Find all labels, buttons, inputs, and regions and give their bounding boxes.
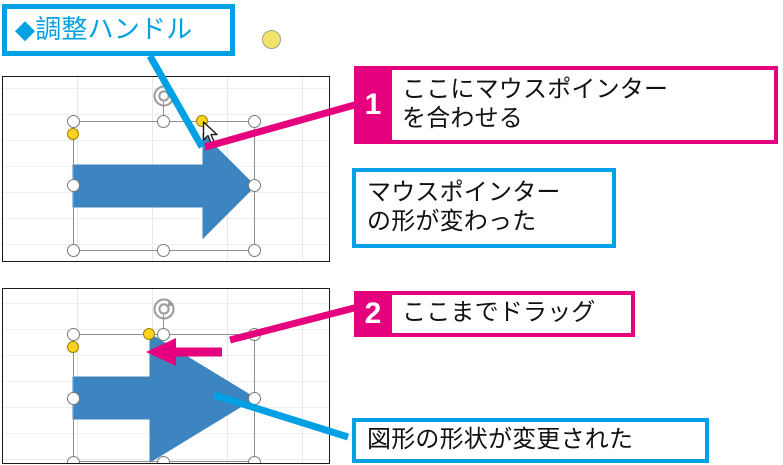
resize-handle-top-right[interactable] <box>248 115 261 128</box>
resize-handle-bottom-center-after[interactable] <box>157 456 170 463</box>
resize-handle-top-center[interactable] <box>157 115 170 128</box>
resize-handle-bottom-left[interactable] <box>67 244 80 257</box>
selection-box-after <box>73 334 255 462</box>
rotate-handle-icon-after[interactable] <box>151 296 177 322</box>
legend-label: ◆調整ハンドル <box>15 14 193 45</box>
callout-step-2-text: ここまでドラッグ <box>402 299 596 327</box>
callout-note-pointer-changed: マウスポインター の形が変わった <box>352 168 616 248</box>
resize-handle-bottom-right-after[interactable] <box>248 456 261 463</box>
adjustment-handle-head-after[interactable] <box>143 328 155 340</box>
callout-step-1-text: ここにマウスポインター を合わせる <box>402 75 669 132</box>
callout-step-1-number: 1 <box>364 88 382 121</box>
callout-step-2: 2 ここまでドラッグ <box>354 291 635 337</box>
resize-handle-middle-left-after[interactable] <box>67 392 80 405</box>
adjustment-handle-left-after[interactable] <box>67 341 79 353</box>
adjustment-handle-sample-icon <box>262 30 281 49</box>
callout-note-pointer-changed-text: マウスポインター の形が変わった <box>367 178 561 235</box>
callout-note-shape-changed-text: 図形の形状が変更された <box>367 425 634 453</box>
arrow-shape-after[interactable] <box>72 333 256 463</box>
resize-handle-top-left[interactable] <box>67 115 80 128</box>
callout-step-2-body: ここまでドラッグ <box>392 295 631 333</box>
resize-handle-middle-left[interactable] <box>67 179 80 192</box>
callout-note-shape-changed: 図形の形状が変更された <box>352 418 709 463</box>
resize-handle-bottom-center[interactable] <box>157 244 170 257</box>
mouse-pointer-icon <box>202 121 218 144</box>
resize-handle-top-center-after[interactable] <box>157 328 170 341</box>
rotate-handle-icon[interactable] <box>151 83 177 109</box>
rotate-handle-stem-after <box>163 315 164 334</box>
selection-box-before <box>73 121 255 251</box>
arrow-shape-before[interactable] <box>72 132 256 240</box>
resize-handle-bottom-left-after[interactable] <box>67 456 80 463</box>
right-arrow-svg <box>72 132 256 240</box>
callout-step-1-body: ここにマウスポインター を合わせる <box>392 70 774 140</box>
resize-handle-middle-right-after[interactable] <box>248 392 261 405</box>
worksheet-before <box>2 76 330 262</box>
resize-handle-top-left-after[interactable] <box>67 328 80 341</box>
legend-adjustment-handle: ◆調整ハンドル <box>2 4 235 56</box>
worksheet-after <box>2 288 330 464</box>
callout-step-1: 1 ここにマウスポインター を合わせる <box>354 66 778 144</box>
resize-handle-middle-right[interactable] <box>248 179 261 192</box>
resize-handle-bottom-right[interactable] <box>248 244 261 257</box>
adjustment-handle-left[interactable] <box>67 128 79 140</box>
resize-handle-top-right-after[interactable] <box>248 328 261 341</box>
callout-step-2-number: 2 <box>364 297 382 330</box>
right-arrow-wide-svg <box>72 333 256 463</box>
